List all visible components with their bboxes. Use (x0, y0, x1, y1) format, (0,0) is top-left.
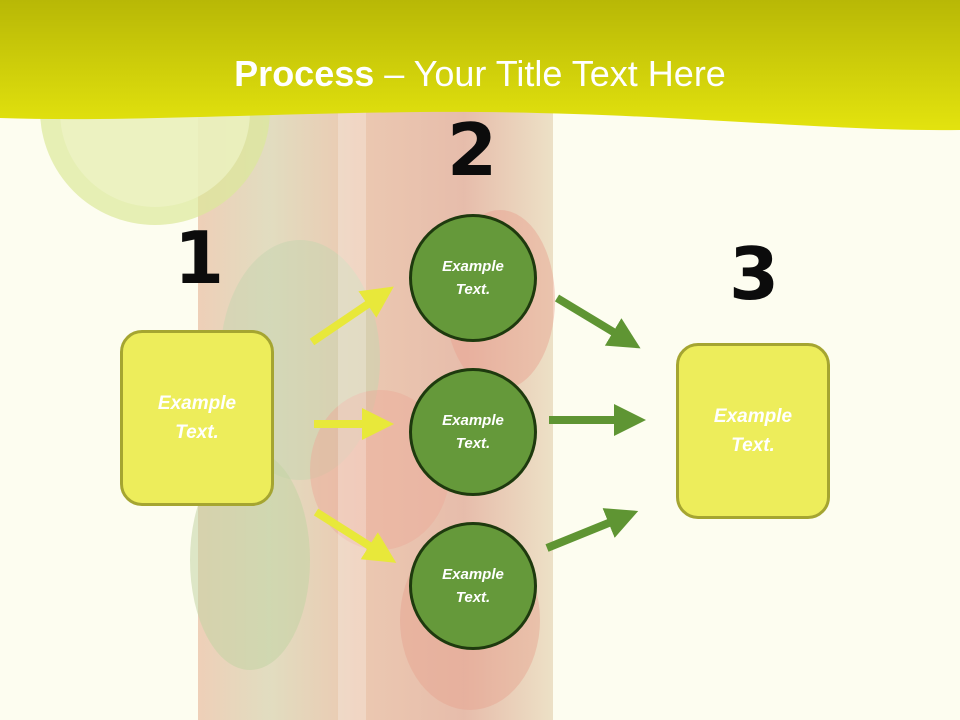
slide-title: Process – Your Title Text Here (0, 52, 960, 96)
step-number-2: 2 (446, 108, 498, 192)
process-circle-1-text: Example Text. (442, 258, 504, 298)
process-circle-2-text: Example Text. (442, 412, 504, 452)
process-circle-3-text: Example Text. (442, 566, 504, 606)
arrow-to-circle-3 (313, 508, 397, 563)
step-number-1: 1 (173, 216, 225, 300)
process-circle-3: Example Text. (409, 522, 537, 650)
process-box-left-text: Example Text. (157, 393, 237, 443)
process-circle-2: Example Text. (409, 368, 537, 496)
title-band (0, 0, 960, 131)
title-bold: Process (234, 53, 375, 94)
arrow-to-circle-1 (309, 286, 394, 346)
process-box-right: Example Text. (676, 343, 830, 519)
process-box-left: Example Text. (120, 330, 274, 506)
arrow-from-circle-3 (545, 508, 639, 552)
title-rest: – Your Title Text Here (374, 53, 726, 94)
process-box-right-text: Example Text. (713, 406, 793, 456)
step-number-3: 3 (728, 232, 780, 316)
process-circle-1: Example Text. (409, 214, 537, 342)
arrow-from-circle-1 (554, 294, 641, 349)
